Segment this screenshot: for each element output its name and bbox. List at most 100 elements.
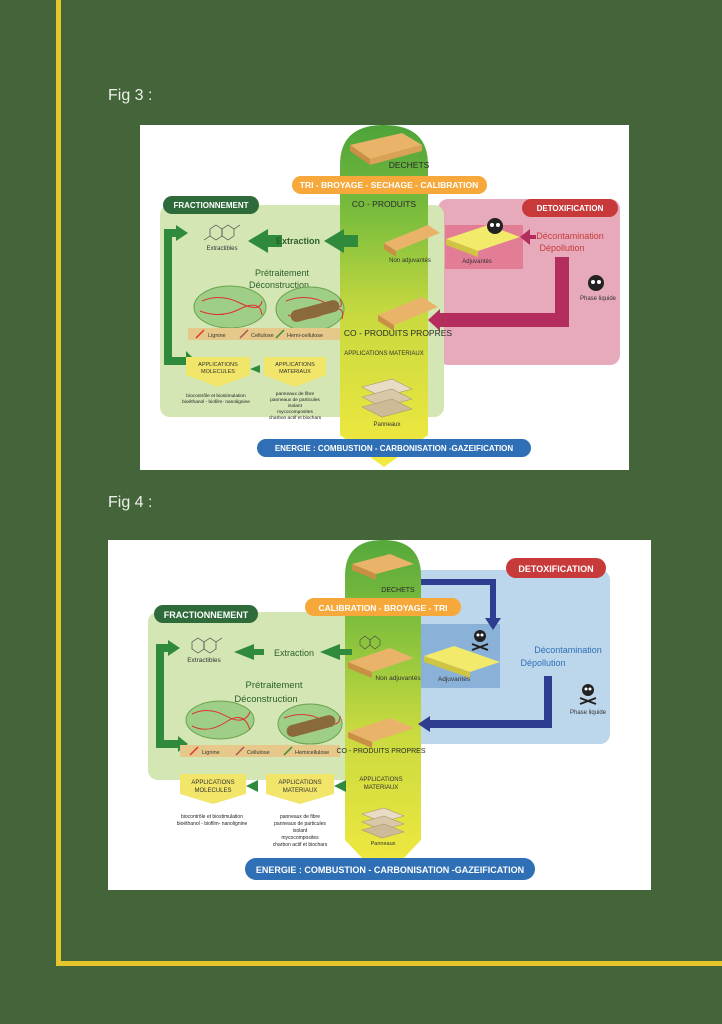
- fig3-propres-plank-icon: [378, 297, 438, 331]
- fig3-extractibles-label: Extractibles: [206, 246, 237, 252]
- fig3-app-molecules-box: [186, 357, 250, 387]
- fig4-app-molecules-box: [180, 774, 246, 804]
- fig3-molecules-desc-1: biocontrôle et biostimulation: [186, 393, 246, 399]
- fig3-pretraitement-label: Prétraitement: [255, 268, 310, 278]
- fig4-central-column: [345, 540, 421, 880]
- fig3-app-materiaux-2: MATERIAUX: [279, 369, 311, 375]
- fig4-adjuvantes-label: Adjuvantés: [438, 676, 471, 683]
- fig4-molecules-desc-1: biocontrôle et biostimulation: [181, 814, 243, 820]
- fig4-materiaux-desc-5: charbon actif et biochars: [273, 842, 328, 848]
- fig3-detox-label: DETOXIFICATION: [537, 204, 604, 213]
- fig3-app-molecules-1: APPLICATIONS: [198, 362, 238, 368]
- fig4-fractionnement-label: FRACTIONNEMENT: [164, 610, 249, 620]
- fig3-hemicellulose-label: Hemi-cellulose: [287, 333, 323, 339]
- fig4-cellulose-label: Cellulose: [247, 750, 270, 756]
- fig3-energie-label: ENERGIE : COMBUSTION - CARBONISATION -GA…: [275, 444, 514, 453]
- fig3-legend-bar: [188, 328, 340, 340]
- fig3-non-adjuvantes-label: Non adjuvantés: [389, 258, 431, 264]
- fig3-coproduits-propres-label: CO - PRODUITS PROPRES: [344, 328, 452, 338]
- fig3-depollution-label: Dépollution: [539, 243, 584, 253]
- fig4-materiaux-desc-1: panneaux de fibre: [280, 814, 320, 820]
- fig4-decontamination-label: Décontamination: [534, 645, 602, 655]
- fig4-deconstruction-label: Déconstruction: [234, 694, 297, 705]
- fig4-phase-liquide-label: Phase liquide: [570, 710, 607, 716]
- fig3-adjuvantes-label: Adjuvantés: [462, 259, 492, 265]
- fig3-panneaux-icon: [361, 378, 413, 418]
- fig3-extraction-arrow-2: [324, 229, 358, 253]
- fig4-app-materiaux-center-2: MATERIAUX: [364, 785, 399, 791]
- fig3-non-adjuvantes-plank-icon: [384, 225, 440, 257]
- fig4-materiaux-desc-2: panneaux de particules: [274, 821, 326, 827]
- fig4-dechets-plank-icon: [352, 554, 414, 580]
- fig3-coproduits-label: CO - PRODUITS: [352, 199, 417, 209]
- fig4-skull-icon-1: [471, 630, 489, 651]
- fig4-detox-label: DETOXIFICATION: [518, 564, 593, 574]
- fig3-extraction-label: Extraction: [276, 236, 320, 246]
- fig4-non-adjuvantes-plank-icon: [348, 648, 414, 678]
- fig4-pretraitement-label: Prétraitement: [245, 680, 302, 691]
- fig3-return-arrow: [440, 257, 569, 327]
- fig3-app-materiaux-center: APPLICATIONS MATERIAUX: [344, 351, 423, 357]
- fig3-left-bracket: [164, 229, 186, 365]
- fig4-app-molecules-1: APPLICATIONS: [191, 780, 234, 786]
- fig3-dechets-plank-icon: [350, 133, 422, 165]
- fig4-adjuvantes-plank-icon: [424, 646, 500, 678]
- fig4-label: Fig 4 :: [108, 494, 153, 511]
- fig3-skull-icon-1: [487, 218, 503, 234]
- fig4-skull-icon-2: [579, 684, 597, 705]
- fig3-fractionnement-badge: [163, 196, 259, 214]
- fig4-energie-bar: [245, 858, 535, 880]
- fig4-panneaux-icon: [361, 807, 405, 839]
- fig4-extraction-label: Extraction: [274, 648, 314, 658]
- fig4-process-bar-label: CALIBRATION - BROYAGE - TRI: [319, 603, 448, 613]
- fig3-skull-icon-2: [588, 275, 604, 291]
- fig3-extraction-arrow: [248, 229, 282, 253]
- fig3-process-bar-label: TRI - BROYAGE - SECHAGE - CALIBRATION: [300, 180, 479, 190]
- page-frame-left: [56, 0, 61, 966]
- fig3-diagram: DECHETS TRI - BROYAGE - SECHAGE - CALIBR…: [140, 125, 629, 470]
- fig3-app-materiaux-1: APPLICATIONS: [275, 362, 315, 368]
- fig4-app-materiaux-1: APPLICATIONS: [278, 780, 321, 786]
- fig4-extractibles-label: Extractibles: [187, 657, 221, 664]
- fig4-app-molecules-2: MOLECULES: [194, 788, 231, 794]
- fig4-fibers-icon: [185, 700, 343, 745]
- page-frame-bottom: [56, 961, 722, 966]
- fig4-coproduits-propres-label: CO - PRODUITS PROPRES: [336, 748, 425, 755]
- fig4-molecule-icon: [191, 637, 223, 654]
- fig3-adjuvantes-plank-icon: [446, 225, 520, 257]
- fig3-materiaux-desc-2: panneaux de particules: [270, 397, 320, 403]
- fig4-return-arrow: [428, 676, 552, 728]
- fig3-molecules-desc-2: bioéthanol - biofilm- nanolignine: [182, 399, 250, 405]
- fig4-materiaux-desc-4: mycocomposites: [281, 835, 319, 841]
- fig4-dechets-label: DECHETS: [381, 587, 415, 594]
- fig3-app-materiaux-box: [264, 357, 326, 387]
- fig4-molecules-desc-2: bioéthanol - biofilm- nanolignine: [177, 821, 248, 827]
- fig3-phase-liquide-label: Phase liquide: [580, 296, 617, 302]
- fig4-non-adjuvantes-label: Non adjuvantés: [375, 675, 421, 682]
- fig4-app-materiaux-2: MATERIAUX: [283, 788, 318, 794]
- fig4-propres-plank-icon: [348, 718, 414, 748]
- fig3-materiaux-desc-5: charbon actif et biochars: [269, 415, 322, 421]
- fig4-fractionnement-badge: [154, 605, 258, 623]
- fig3-materiaux-desc-3: isolant: [288, 403, 303, 409]
- fig3-molecule-icon: [203, 224, 241, 241]
- fig4-app-materiaux-box: [266, 774, 334, 804]
- fig3-energie-bar: [257, 439, 531, 457]
- fig4-materiaux-desc-3: isolant: [293, 828, 308, 834]
- fig4-left-bracket: [156, 644, 178, 748]
- fig3-fractionnement-label: FRACTIONNEMENT: [173, 201, 248, 210]
- fig4-panneaux-label: Panneaux: [371, 841, 396, 847]
- fig4-hemicellulose-label: Hemicellulose: [295, 750, 329, 756]
- fig4-process-bar: [305, 598, 461, 616]
- fig4-detox-badge: [506, 558, 606, 578]
- fig3-deconstruction-label: Déconstruction: [249, 280, 309, 290]
- fig4-legend-bar: [180, 745, 340, 757]
- fig3-panneaux-label: Panneaux: [373, 422, 400, 428]
- fig3-decontamination-label: Décontamination: [536, 231, 604, 241]
- fig4-detox-in-arrow: [421, 579, 496, 620]
- fig3-fibers-icon: [193, 285, 345, 332]
- fig4-extraction-arrow: [234, 644, 264, 660]
- fig4-app-materiaux-center-1: APPLICATIONS: [359, 777, 402, 783]
- fig3-dechets-label: DECHETS: [389, 160, 430, 170]
- fig3-process-bar: [292, 176, 487, 194]
